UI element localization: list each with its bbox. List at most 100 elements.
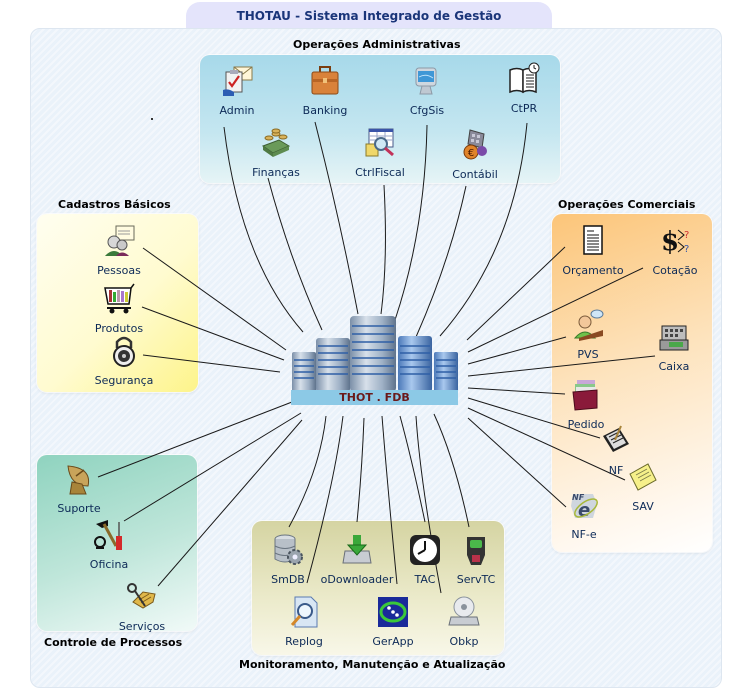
node-servtc[interactable]: ServTC	[454, 533, 498, 586]
node-label: Contábil	[452, 168, 498, 181]
terminal-device-icon	[467, 537, 485, 565]
node-label: CfgSis	[409, 104, 445, 117]
node-label: PVS	[577, 348, 599, 361]
group-title-monitoramento: Monitoramento, Manutenção e Atualização	[239, 658, 506, 671]
connector-seguranca	[142, 354, 281, 373]
group-title-comerciais: Operações Comerciais	[558, 198, 696, 211]
group-title-admin: Operações Administrativas	[293, 38, 461, 51]
file-box-icon	[572, 380, 598, 411]
node-label: Caixa	[658, 360, 690, 373]
money-coins-icon	[261, 128, 291, 157]
node-label: CtPR	[510, 102, 538, 115]
stray-dot	[151, 118, 153, 120]
svg-text:?: ?	[684, 230, 689, 241]
satellite-dish-icon	[67, 465, 90, 495]
node-pedido[interactable]: Pedido	[562, 378, 610, 431]
node-orcamento[interactable]: Orçamento	[560, 224, 626, 277]
node-label: SmDB	[271, 573, 305, 586]
node-cotacao[interactable]: $ ?? Cotação	[647, 224, 703, 277]
node-produtos[interactable]: Produtos	[90, 282, 148, 335]
node-admin[interactable]: Admin	[212, 64, 262, 117]
connector-admin	[223, 126, 304, 333]
node-seguranca[interactable]: Segurança	[92, 334, 156, 387]
node-label: Admin	[219, 104, 255, 117]
connector-orcamento	[466, 246, 566, 341]
node-financas[interactable]: Finanças	[248, 126, 304, 179]
connector-cfgsis	[394, 124, 428, 321]
connector-sav	[467, 407, 626, 481]
node-banking[interactable]: Banking	[298, 64, 352, 117]
connector-caixa	[467, 355, 656, 377]
connector-banking	[314, 121, 359, 315]
tools-icon	[94, 520, 122, 550]
nfe-logo-icon: NF e	[571, 493, 598, 521]
connector-servicos	[157, 419, 303, 587]
node-smdb[interactable]: SmDB	[266, 533, 310, 586]
calculator-euro-icon: €	[463, 129, 487, 160]
group-title-cadastros: Cadastros Básicos	[58, 198, 171, 211]
node-caixa[interactable]: Caixa	[652, 320, 696, 373]
central-database[interactable]	[290, 312, 460, 410]
node-ctrlfiscal[interactable]: CtrlFiscal	[350, 126, 410, 179]
svg-text:e: e	[578, 500, 590, 521]
node-gerapp[interactable]: GerApp	[368, 595, 418, 648]
padlock-icon	[113, 336, 135, 367]
node-replog[interactable]: Replog	[282, 595, 326, 648]
document-icon	[583, 225, 603, 255]
node-suporte[interactable]: Suporte	[54, 462, 104, 515]
monitor-config-icon	[415, 67, 437, 95]
node-servicos[interactable]: Serviços	[116, 580, 168, 633]
node-label: Replog	[285, 635, 323, 648]
node-cfgsis[interactable]: CfgSis	[402, 64, 452, 117]
node-sav[interactable]: SAV	[626, 460, 660, 513]
node-pvs[interactable]: PVS	[566, 308, 610, 361]
node-label: GerApp	[372, 635, 414, 648]
node-label: Serviços	[118, 620, 166, 633]
node-obkp[interactable]: Obkp	[442, 595, 486, 648]
node-pessoas[interactable]: Pessoas	[92, 224, 146, 277]
connector-smdb	[288, 415, 327, 528]
spreadsheet-magnifier-icon	[365, 128, 394, 157]
backup-disc-icon	[448, 596, 480, 626]
node-contabil[interactable]: € Contábil	[448, 128, 502, 181]
node-tac[interactable]: TAC	[406, 533, 444, 586]
page-title: THOTAU - Sistema Integrado de Gestão	[236, 9, 502, 23]
node-ctpr[interactable]: CtPR	[502, 62, 546, 115]
node-label: Produtos	[94, 322, 144, 335]
salesperson-icon	[573, 309, 604, 341]
connector-financas	[267, 177, 323, 331]
node-oficina[interactable]: Oficina	[86, 518, 132, 571]
svg-text:NF: NF	[572, 493, 585, 502]
svg-text:$: $	[661, 227, 679, 257]
sticky-note-icon	[629, 463, 657, 491]
node-label: Pedido	[567, 418, 605, 431]
node-label: SAV	[632, 500, 654, 513]
node-nf[interactable]: NF	[596, 424, 636, 477]
database-gear-icon	[274, 534, 303, 565]
node-odownloader[interactable]: oDownloader	[318, 533, 396, 586]
node-label: CtrlFiscal	[355, 166, 405, 179]
panel-admin	[200, 55, 560, 183]
node-nfe[interactable]: NF e NF-e	[562, 488, 606, 541]
handshake-wrench-icon	[127, 583, 156, 609]
cash-register-icon	[659, 325, 689, 351]
node-label: oDownloader	[320, 573, 394, 586]
connector-tac	[399, 415, 426, 523]
log-magnifier-icon	[290, 596, 318, 628]
connector-pedido	[467, 387, 566, 395]
connector-odownloader	[356, 417, 365, 523]
connector-oficina	[123, 412, 302, 522]
download-drive-icon	[342, 535, 372, 564]
node-label: ServTC	[456, 573, 496, 586]
connector-ctpr	[439, 122, 528, 337]
svg-text:?: ?	[684, 244, 689, 255]
node-label: Finanças	[252, 166, 300, 179]
invoice-pen-icon	[603, 425, 629, 452]
database-label: THOT . FDB	[291, 390, 458, 405]
node-label: Cotação	[652, 264, 698, 277]
connector-obkp	[415, 415, 442, 594]
group-title-processos: Controle de Processos	[44, 636, 183, 649]
node-label: NF	[608, 464, 624, 477]
connector-servtc	[433, 413, 470, 528]
